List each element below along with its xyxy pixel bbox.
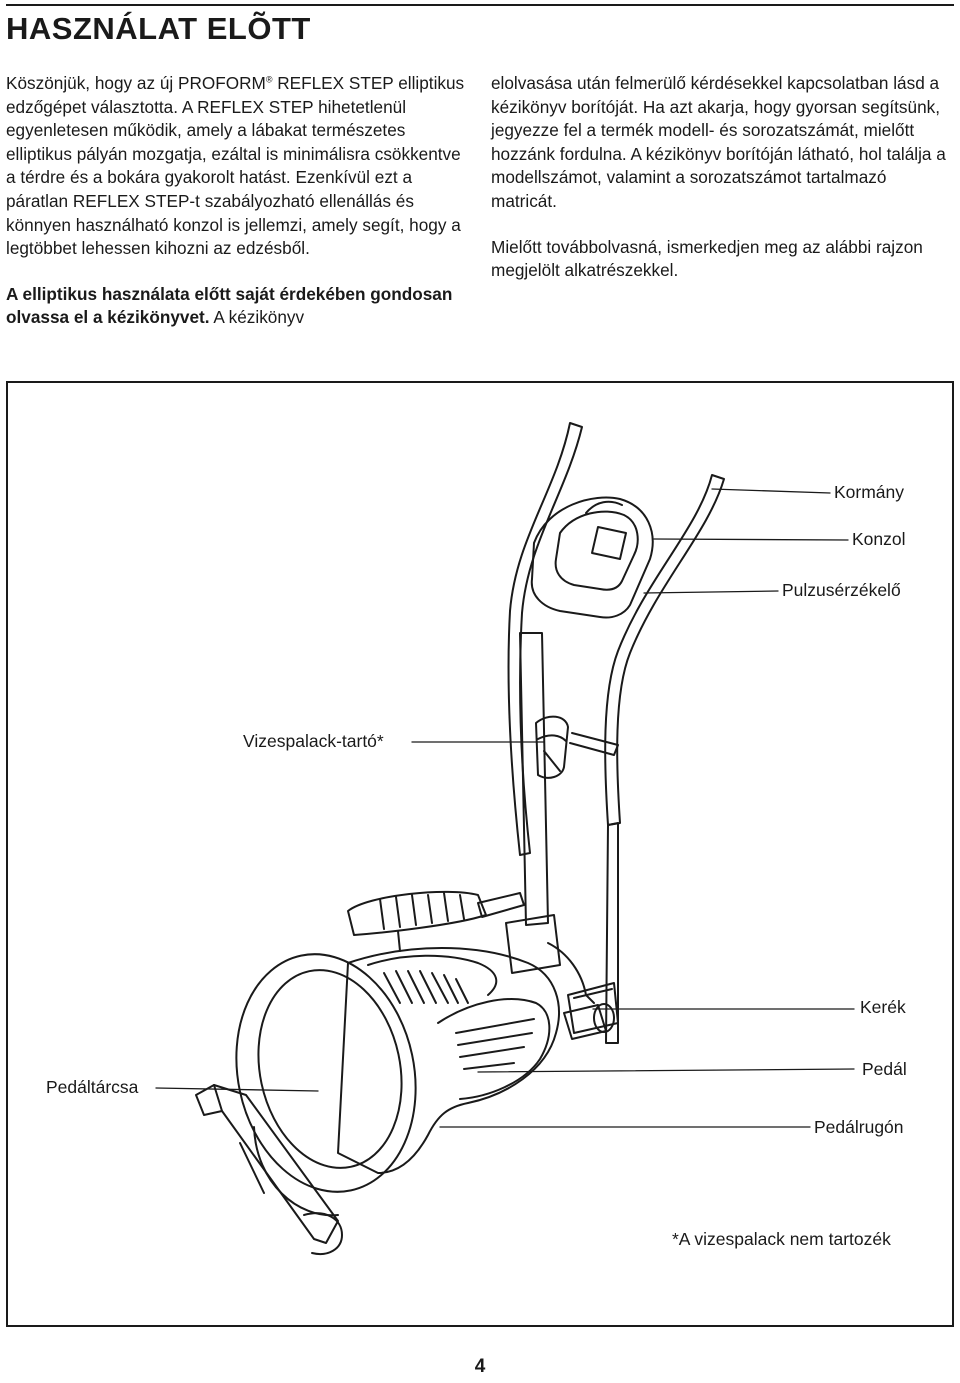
left-column: Köszönjük, hogy az új PROFORM® REFLEX ST… bbox=[6, 72, 468, 330]
label-pedal: Pedál bbox=[862, 1059, 907, 1079]
parts-diagram: Kormány Konzol Pulzusérzékelő Vizespalac… bbox=[6, 381, 954, 1327]
page-title: HASZNÁLAT ELÕTT bbox=[6, 11, 311, 46]
pedal-arm-drawing bbox=[477, 892, 525, 918]
front-upright bbox=[505, 632, 619, 1034]
registered-mark: ® bbox=[265, 74, 273, 85]
right-column: elolvasása után felmerülő kérdésekkel ka… bbox=[491, 72, 951, 283]
console-drawing bbox=[530, 496, 654, 619]
wheel-drawing bbox=[563, 1003, 615, 1040]
handlebars-drawing bbox=[507, 422, 725, 1044]
manual-warning: A elliptikus használata előtt saját érde… bbox=[6, 283, 453, 328]
intro-text-start: Köszönjük, hogy az új PROFORM bbox=[6, 73, 266, 93]
label-pulse-sensor: Pulzusérzékelő bbox=[782, 580, 901, 600]
pedal-drawing bbox=[347, 890, 487, 952]
intro-paragraph-4: Mielőtt továbbolvasná, ismerkedjen meg a… bbox=[491, 236, 923, 281]
elliptical-drawing bbox=[155, 422, 855, 1255]
top-rule bbox=[6, 4, 954, 6]
label-pedal-spring: Pedálrugón bbox=[814, 1117, 904, 1137]
intro-paragraph-2: A elliptikus használata előtt saját érde… bbox=[6, 283, 468, 330]
footnote: *A vizespalack nem tartozék bbox=[672, 1229, 891, 1249]
page-number: 4 bbox=[474, 1356, 486, 1377]
label-handlebar: Kormány bbox=[834, 482, 905, 502]
intro-text-rest: REFLEX STEP elliptikus edzőgépet választ… bbox=[6, 73, 465, 259]
label-wheel: Kerék bbox=[860, 997, 906, 1017]
intro-paragraph-1: Köszönjük, hogy az új PROFORM® REFLEX ST… bbox=[6, 72, 468, 261]
intro-paragraph-3: elolvasása után felmerülő kérdésekkel ka… bbox=[491, 73, 946, 211]
housing bbox=[337, 947, 560, 1174]
label-bottle-holder: Vizespalack-tartó* bbox=[243, 731, 384, 751]
label-pedal-disc: Pedáltárcsa bbox=[46, 1077, 139, 1097]
bottle-holder-drawing bbox=[535, 715, 619, 779]
pedal-disc-drawing bbox=[235, 953, 417, 1217]
leader-lines bbox=[155, 488, 855, 1128]
manual-warning-rest: A kézikönyv bbox=[209, 307, 305, 328]
label-console: Konzol bbox=[852, 529, 906, 549]
